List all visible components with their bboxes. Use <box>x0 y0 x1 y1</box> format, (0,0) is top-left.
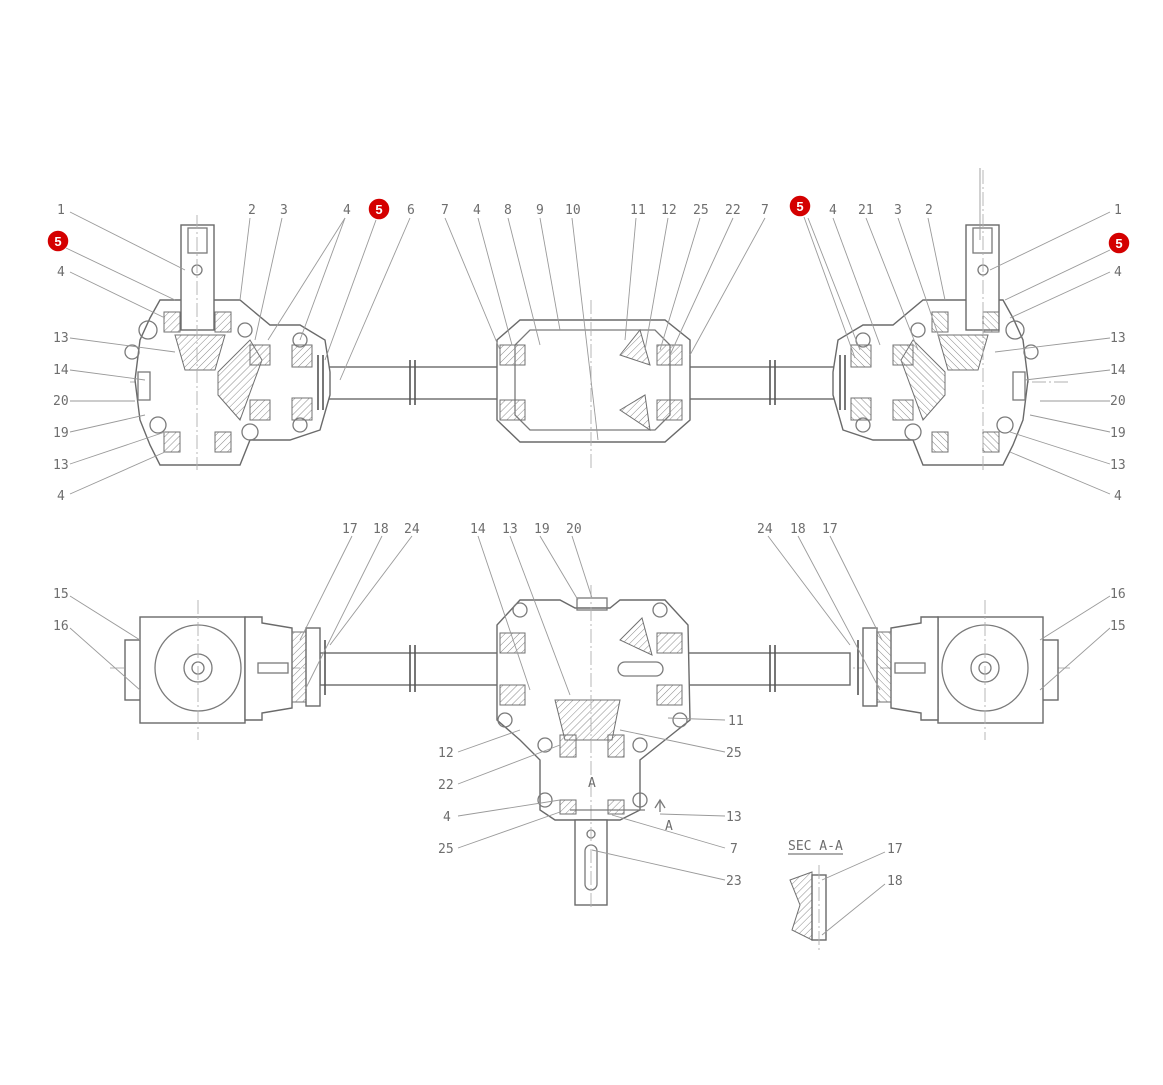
label-bottom-24a[interactable]: 24 <box>404 522 420 537</box>
label-top-2b[interactable]: 2 <box>925 203 933 218</box>
right-gearbox <box>832 170 1039 470</box>
label-top-7a[interactable]: 7 <box>441 203 449 218</box>
label-gearbox-22[interactable]: 22 <box>438 778 454 793</box>
label-top-3b[interactable]: 3 <box>894 203 902 218</box>
label-gearbox-7[interactable]: 7 <box>730 842 738 857</box>
callout-badge-left-inner[interactable]: 5 <box>367 197 391 221</box>
section-label: SEC A-A <box>788 839 843 854</box>
label-top-right-4b[interactable]: 4 <box>1114 489 1122 504</box>
label-section-17[interactable]: 17 <box>887 842 903 857</box>
label-gearbox-13[interactable]: 13 <box>726 810 742 825</box>
center-housing <box>496 300 691 470</box>
label-top-left-14[interactable]: 14 <box>53 363 69 378</box>
label-bottom-14[interactable]: 14 <box>470 522 486 537</box>
label-top-left-20[interactable]: 20 <box>53 394 69 409</box>
label-top-8[interactable]: 8 <box>504 203 512 218</box>
callout-badge-label: 5 <box>796 199 803 214</box>
label-top-right-19[interactable]: 19 <box>1110 426 1126 441</box>
bottom-assembly: A A SEC A-A <box>110 585 1070 950</box>
label-gearbox-11[interactable]: 11 <box>728 714 744 729</box>
label-top-right-14[interactable]: 14 <box>1110 363 1126 378</box>
section-marker-lower: A <box>665 819 673 834</box>
label-top-25[interactable]: 25 <box>693 203 709 218</box>
callout-badge-left-outer[interactable]: 5 <box>46 229 70 253</box>
leader-lines <box>69 168 1111 936</box>
central-gearbox: A A <box>496 585 691 910</box>
label-top-6[interactable]: 6 <box>407 203 415 218</box>
label-gearbox-25b[interactable]: 25 <box>438 842 454 857</box>
label-gearbox-4[interactable]: 4 <box>443 810 451 825</box>
label-bottom-24b[interactable]: 24 <box>757 522 773 537</box>
top-assembly <box>124 170 1070 470</box>
left-gearbox <box>124 215 331 470</box>
label-bottom-left-16[interactable]: 16 <box>53 619 69 634</box>
label-bottom-left-15[interactable]: 15 <box>53 587 69 602</box>
label-bottom-18b[interactable]: 18 <box>790 522 806 537</box>
left-hub <box>124 600 326 740</box>
label-top-left-1[interactable]: 1 <box>57 203 65 218</box>
label-top-left-13a[interactable]: 13 <box>53 331 69 346</box>
label-top-4b[interactable]: 4 <box>473 203 481 218</box>
callout-badge-label: 5 <box>375 202 382 217</box>
label-bottom-20[interactable]: 20 <box>566 522 582 537</box>
label-top-4[interactable]: 4 <box>343 203 351 218</box>
part-labels: 1 4 13 14 20 19 13 4 1 4 13 14 20 19 13 … <box>53 203 1126 889</box>
label-gearbox-25a[interactable]: 25 <box>726 746 742 761</box>
label-top-3[interactable]: 3 <box>280 203 288 218</box>
label-bottom-19[interactable]: 19 <box>534 522 550 537</box>
label-section-18[interactable]: 18 <box>887 874 903 889</box>
label-top-21[interactable]: 21 <box>858 203 874 218</box>
label-top-left-13b[interactable]: 13 <box>53 458 69 473</box>
label-top-left-4a[interactable]: 4 <box>57 265 65 280</box>
label-bottom-right-16[interactable]: 16 <box>1110 587 1126 602</box>
label-bottom-17a[interactable]: 17 <box>342 522 358 537</box>
label-gearbox-12[interactable]: 12 <box>438 746 454 761</box>
label-bottom-13[interactable]: 13 <box>502 522 518 537</box>
callout-badge-label: 5 <box>1115 236 1122 251</box>
section-detail: SEC A-A <box>788 839 843 950</box>
callout-badge-label: 5 <box>54 234 61 249</box>
callout-badge-right-inner[interactable]: 5 <box>788 194 812 218</box>
label-top-9[interactable]: 9 <box>536 203 544 218</box>
right-hub <box>857 600 1059 740</box>
label-top-11[interactable]: 11 <box>630 203 646 218</box>
label-top-left-4b[interactable]: 4 <box>57 489 65 504</box>
label-top-right-20[interactable]: 20 <box>1110 394 1126 409</box>
label-top-right-4a[interactable]: 4 <box>1114 265 1122 280</box>
callout-badge-right-outer[interactable]: 5 <box>1107 231 1131 255</box>
label-top-right-13a[interactable]: 13 <box>1110 331 1126 346</box>
label-top-22[interactable]: 22 <box>725 203 741 218</box>
label-bottom-18a[interactable]: 18 <box>373 522 389 537</box>
label-top-7b[interactable]: 7 <box>761 203 769 218</box>
label-bottom-17b[interactable]: 17 <box>822 522 838 537</box>
section-marker-upper: A <box>588 776 596 791</box>
label-top-left-19[interactable]: 19 <box>53 426 69 441</box>
label-top-right-13b[interactable]: 13 <box>1110 458 1126 473</box>
label-top-right-1[interactable]: 1 <box>1114 203 1122 218</box>
label-bottom-right-15[interactable]: 15 <box>1110 619 1126 634</box>
label-gearbox-23[interactable]: 23 <box>726 874 742 889</box>
label-top-2[interactable]: 2 <box>248 203 256 218</box>
label-top-12[interactable]: 12 <box>661 203 677 218</box>
label-top-4c[interactable]: 4 <box>829 203 837 218</box>
label-top-10[interactable]: 10 <box>565 203 581 218</box>
